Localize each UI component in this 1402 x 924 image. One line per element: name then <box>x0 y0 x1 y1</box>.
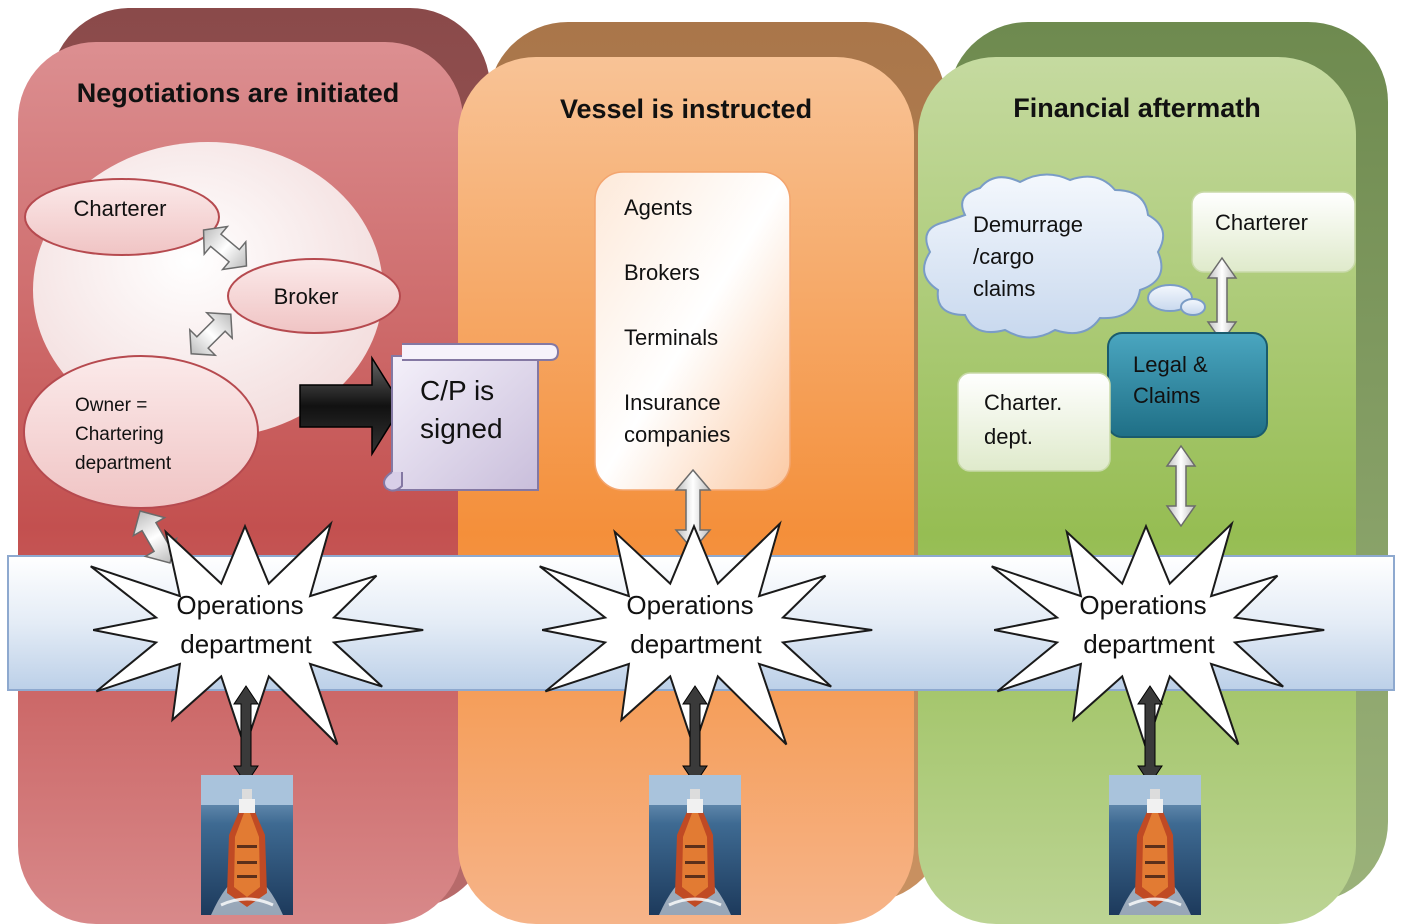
cloud-line2: /cargo <box>973 244 1034 269</box>
operations-3-line1: Operations <box>1079 590 1206 620</box>
contract-arrow <box>299 355 403 457</box>
charterer-box <box>1191 191 1356 273</box>
panel-title-vessel: Vessel is instructed <box>560 94 812 124</box>
cloud-line3: claims <box>973 276 1035 301</box>
legal-label-line2: Claims <box>1133 383 1200 408</box>
owner-node <box>23 355 259 509</box>
double-arrow-broker-owner <box>188 311 234 357</box>
owner-label-line1: Owner = <box>75 395 147 416</box>
scroll-icon <box>383 343 560 492</box>
panel-title-financial: Financial aftermath <box>1013 93 1261 123</box>
parties-insurance-line1: Insurance <box>624 390 721 415</box>
charterer-box-label: Charterer <box>1215 210 1308 235</box>
charter-dept-box <box>957 372 1111 472</box>
double-arrow-owner-operations <box>132 510 178 564</box>
operations-2-line1: Operations <box>626 590 753 620</box>
legal-label-line1: Legal & <box>1133 352 1208 377</box>
owner-label-line2: Chartering <box>75 424 164 445</box>
parties-brokers: Brokers <box>624 260 700 285</box>
charter-dept-line2: dept. <box>984 424 1033 449</box>
double-arrow-legal-operations <box>1165 444 1197 528</box>
ship-photo-icon-1 <box>201 775 293 915</box>
cloud-line1: Demurrage <box>973 212 1083 237</box>
ship-photo-icon-3 <box>1109 775 1201 915</box>
charterer-label: Charterer <box>74 196 167 221</box>
panel-title-negotiations: Negotiations are initiated <box>77 78 400 108</box>
broker-label: Broker <box>274 284 339 309</box>
charter-dept-line1: Charter. <box>984 390 1062 415</box>
owner-label-line3: department <box>75 453 172 474</box>
contract-label-line1: C/P is <box>420 375 494 406</box>
parties-insurance-line2: companies <box>624 422 730 447</box>
contract-label-line2: signed <box>420 413 503 444</box>
parties-terminals: Terminals <box>624 325 718 350</box>
operations-1-line1: Operations <box>176 590 303 620</box>
parties-agents: Agents <box>624 195 693 220</box>
ship-photo-icon-2 <box>649 775 741 915</box>
thought-cloud-icon <box>923 173 1206 339</box>
broker-node <box>227 258 401 334</box>
double-arrow-charterer-broker <box>202 225 248 271</box>
operations-1-line2: department <box>180 629 312 659</box>
operations-2-line2: department <box>630 629 762 659</box>
charterer-node <box>24 178 220 256</box>
operations-3-line2: department <box>1083 629 1215 659</box>
